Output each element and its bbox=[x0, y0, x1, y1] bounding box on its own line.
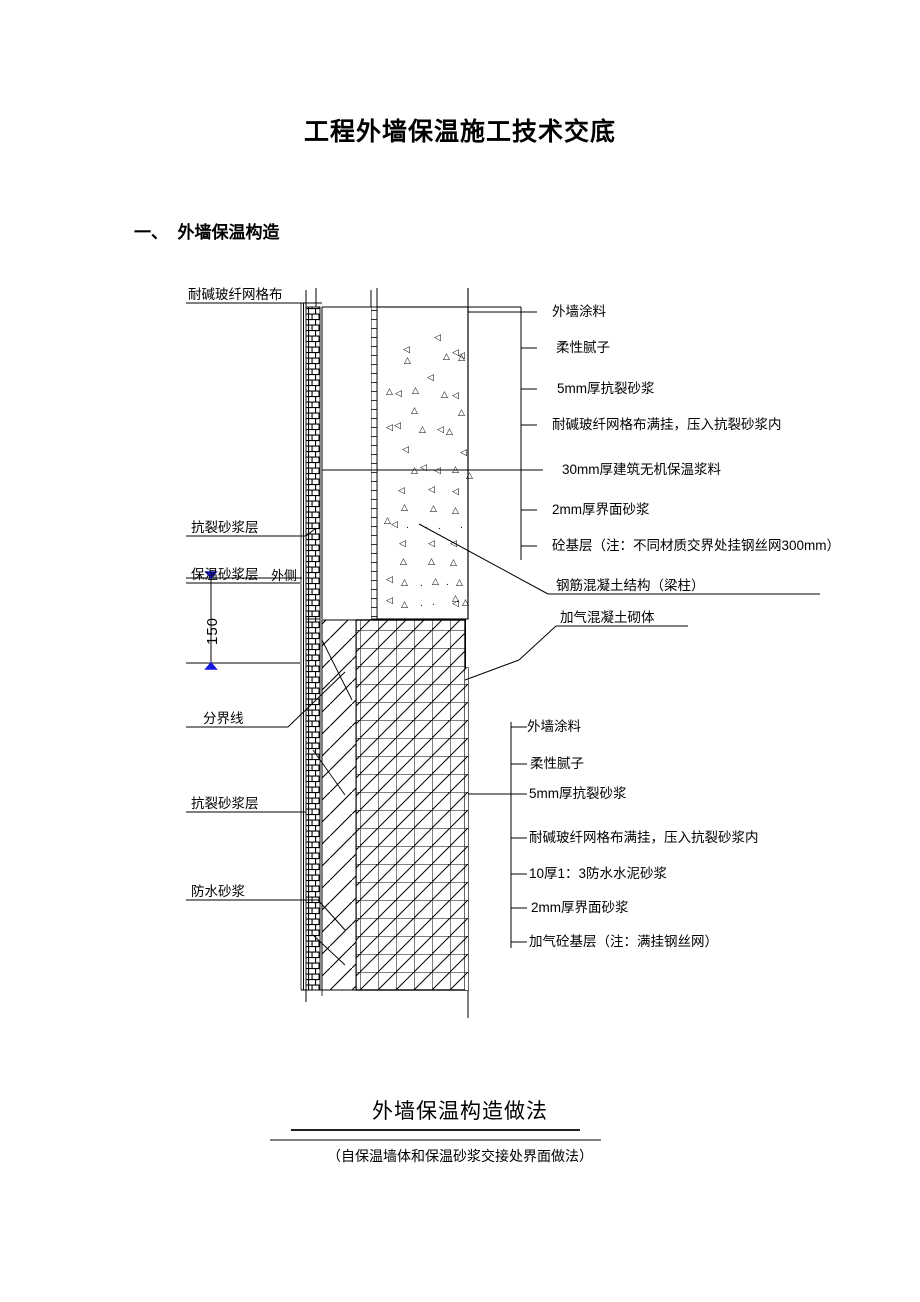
dimension-150: 150 bbox=[204, 616, 221, 645]
svg-text:◁: ◁ bbox=[452, 487, 459, 497]
svg-text:△: △ bbox=[401, 578, 408, 588]
svg-text:◁: ◁ bbox=[420, 463, 427, 473]
label-insulation-mortar: 保温砂浆层 bbox=[191, 567, 259, 582]
svg-text:△: △ bbox=[466, 471, 473, 481]
svg-text:△: △ bbox=[411, 406, 418, 416]
label-upper-interface-mortar-2mm: 2mm厚界面砂浆 bbox=[552, 502, 650, 517]
svg-text:△: △ bbox=[458, 408, 465, 418]
svg-text:◁: ◁ bbox=[450, 539, 457, 549]
svg-text:△: △ bbox=[456, 578, 463, 588]
label-lower-flexible-putty: 柔性腻子 bbox=[530, 756, 584, 771]
label-lower-anti-crack-mortar-5mm: 5mm厚抗裂砂浆 bbox=[529, 786, 627, 801]
svg-text:△: △ bbox=[411, 466, 418, 476]
label-aerated-concrete-masonry: 加气混凝土砌体 bbox=[560, 610, 655, 625]
label-waterproof-mortar: 防水砂浆 bbox=[191, 884, 245, 899]
svg-text:◁: ◁ bbox=[428, 485, 435, 495]
svg-text:△: △ bbox=[404, 356, 411, 366]
figure-caption-main: 外墙保温构造做法 bbox=[372, 1100, 548, 1123]
label-lower-interface-mortar-2mm: 2mm厚界面砂浆 bbox=[531, 900, 629, 915]
svg-text:△: △ bbox=[428, 557, 435, 567]
svg-text:◁: ◁ bbox=[403, 345, 410, 355]
svg-text:△: △ bbox=[401, 600, 408, 610]
svg-text:◁: ◁ bbox=[434, 466, 441, 476]
svg-text:◁: ◁ bbox=[434, 333, 441, 343]
document-title: 工程外墙保温施工技术交底 bbox=[303, 118, 616, 146]
svg-text:◁: ◁ bbox=[460, 448, 467, 458]
svg-text:.: . bbox=[432, 598, 435, 608]
svg-text:△: △ bbox=[401, 503, 408, 513]
label-aerated-concrete-substrate: 加气砼基层（注：满挂钢丝网） bbox=[529, 934, 718, 949]
label-lower-exterior-coating: 外墙涂料 bbox=[527, 719, 581, 734]
svg-text:.: . bbox=[460, 521, 463, 531]
svg-text:.: . bbox=[420, 579, 423, 589]
label-alkali-resistant-mesh: 耐碱玻纤网格布 bbox=[188, 287, 283, 302]
label-anti-crack-mortar-lower: 抗裂砂浆层 bbox=[191, 796, 259, 811]
svg-text:△: △ bbox=[458, 353, 465, 363]
label-insulation-slurry-30mm: 30mm厚建筑无机保温浆料 bbox=[562, 462, 722, 477]
svg-text:△: △ bbox=[452, 594, 459, 604]
svg-text:△: △ bbox=[412, 386, 419, 396]
svg-text:◁: ◁ bbox=[386, 423, 393, 433]
svg-text:◁: ◁ bbox=[395, 389, 402, 399]
svg-text:◁: ◁ bbox=[386, 575, 393, 585]
svg-text:◁: ◁ bbox=[452, 348, 459, 358]
label-waterproof-cement-mortar-10: 10厚1：3防水水泥砂浆 bbox=[529, 866, 668, 881]
label-reinforced-concrete-structure: 钢筋混凝土结构（梁柱） bbox=[556, 578, 705, 593]
svg-text:△: △ bbox=[419, 425, 426, 435]
svg-text:.: . bbox=[420, 599, 423, 609]
svg-text:◁: ◁ bbox=[399, 539, 406, 549]
svg-text:.: . bbox=[425, 521, 428, 531]
svg-text:△: △ bbox=[441, 390, 448, 400]
label-concrete-substrate: 砼基层（注：不同材质交界处挂钢丝网300mm） bbox=[552, 538, 841, 553]
svg-text:◁: ◁ bbox=[428, 539, 435, 549]
svg-text:◁: ◁ bbox=[437, 425, 444, 435]
svg-text:△: △ bbox=[446, 427, 453, 437]
svg-text:.: . bbox=[406, 521, 409, 531]
svg-text:◁: ◁ bbox=[452, 599, 459, 609]
svg-text:.: . bbox=[438, 522, 441, 532]
svg-text:△: △ bbox=[386, 387, 393, 397]
svg-text:◁: ◁ bbox=[427, 373, 434, 383]
figure-caption-sub: （自保温墙体和保温砂浆交接处界面做法） bbox=[327, 1148, 593, 1164]
label-boundary-line: 分界线 bbox=[203, 711, 244, 726]
section-heading-1: 一、 外墙保温构造 bbox=[134, 223, 280, 242]
svg-text:◁: ◁ bbox=[391, 520, 398, 530]
svg-text:△: △ bbox=[443, 352, 450, 362]
svg-text:△: △ bbox=[452, 506, 459, 516]
svg-text:△: △ bbox=[384, 516, 391, 526]
label-upper-exterior-coating: 外墙涂料 bbox=[552, 304, 606, 319]
label-outer-side: 外侧 bbox=[271, 568, 298, 583]
label-upper-mesh-embedded: 耐碱玻纤网格布满挂，压入抗裂砂浆内 bbox=[552, 417, 782, 432]
svg-text:△: △ bbox=[462, 598, 469, 608]
svg-text:△: △ bbox=[432, 577, 439, 587]
svg-text:△: △ bbox=[450, 558, 457, 568]
svg-text:△: △ bbox=[400, 557, 407, 567]
svg-text:.: . bbox=[446, 578, 449, 588]
svg-text:◁: ◁ bbox=[458, 351, 465, 361]
label-upper-anti-crack-mortar-5mm: 5mm厚抗裂砂浆 bbox=[557, 381, 655, 396]
svg-text:◁: ◁ bbox=[386, 596, 393, 606]
svg-text:△: △ bbox=[430, 504, 437, 514]
svg-text:◁: ◁ bbox=[452, 391, 459, 401]
label-lower-mesh-embedded: 耐碱玻纤网格布满挂，压入抗裂砂浆内 bbox=[529, 830, 759, 845]
label-upper-flexible-putty: 柔性腻子 bbox=[556, 340, 610, 355]
svg-text:◁: ◁ bbox=[402, 445, 409, 455]
svg-text:◁: ◁ bbox=[398, 486, 405, 496]
svg-text:◁: ◁ bbox=[394, 421, 401, 431]
label-anti-crack-mortar-upper: 抗裂砂浆层 bbox=[191, 520, 259, 535]
